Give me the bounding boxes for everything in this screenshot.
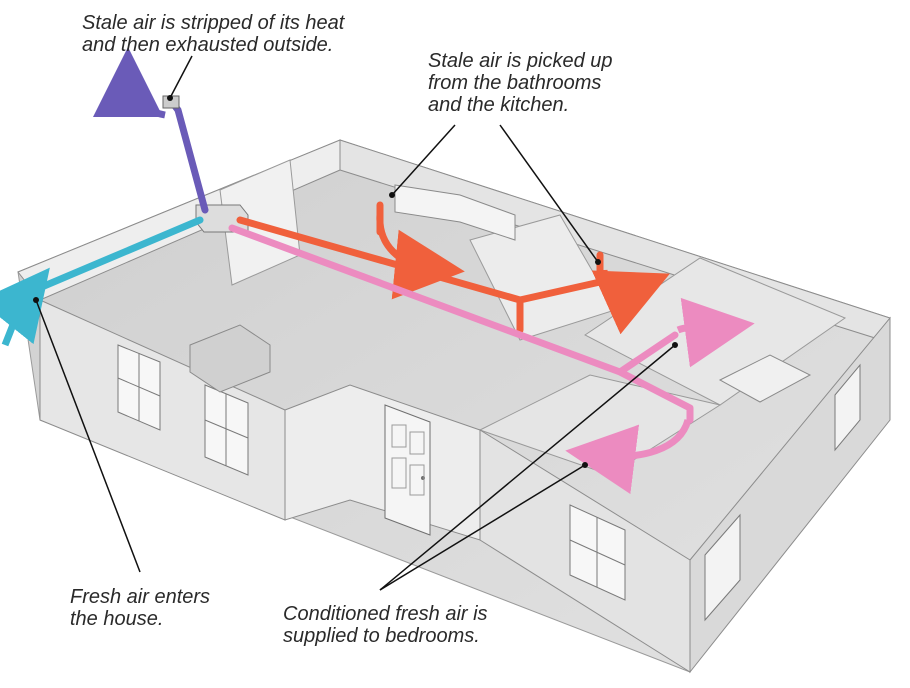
callout-fresh-line-1: Fresh air enters	[70, 586, 211, 608]
exhaust-outlet-arrow	[93, 47, 166, 119]
kitchen-cabinets	[394, 184, 516, 241]
bedroom-supply-arrow-a	[676, 297, 755, 368]
callout-exhaust: Stale air is stripped of its heat and th…	[82, 12, 344, 56]
window-right-1	[569, 504, 626, 601]
leader-supply-a	[379, 464, 586, 591]
leader-supply-b	[379, 344, 676, 591]
front-door	[384, 404, 431, 536]
callout-pickup-line-3: and the kitchen.	[428, 94, 570, 116]
fresh-air-intake-arrow	[0, 267, 50, 347]
window-left-1	[117, 344, 161, 431]
callout-exhaust-line-1: Stale air is stripped of its heat	[82, 12, 345, 34]
callout-supply-line-2: supplied to bedrooms.	[283, 625, 480, 647]
kitchen-return-arrow	[376, 214, 465, 300]
callout-pickup-line-1: Stale air is picked up	[428, 50, 613, 72]
fresh-air-duct	[26, 216, 204, 296]
leader-pickup-kitchen	[391, 124, 456, 196]
callout-pickup: Stale air is picked up from the bathroom…	[428, 50, 613, 116]
callout-pickup-line-2: from the bathrooms	[428, 72, 602, 94]
bath-return-arrow	[591, 269, 670, 335]
callout-supply-line-1: Conditioned fresh air is	[283, 603, 488, 625]
leader-exhaust	[169, 55, 193, 99]
callout-fresh-line-2: the house.	[70, 608, 164, 630]
callout-fresh: Fresh air enters the house.	[70, 586, 210, 630]
window-left-2	[204, 384, 249, 476]
callout-exhaust-line-2: and then exhausted outside.	[82, 34, 334, 56]
leader-pickup-bath	[499, 124, 599, 263]
supply-air-duct	[228, 224, 694, 424]
exhaust-duct	[168, 98, 209, 214]
callout-supply: Conditioned fresh air is supplied to bed…	[283, 603, 488, 647]
window-side-right	[704, 363, 861, 622]
sofa	[189, 324, 271, 393]
bedroom-supply-arrow-b	[565, 418, 692, 495]
leader-fresh	[35, 299, 141, 573]
